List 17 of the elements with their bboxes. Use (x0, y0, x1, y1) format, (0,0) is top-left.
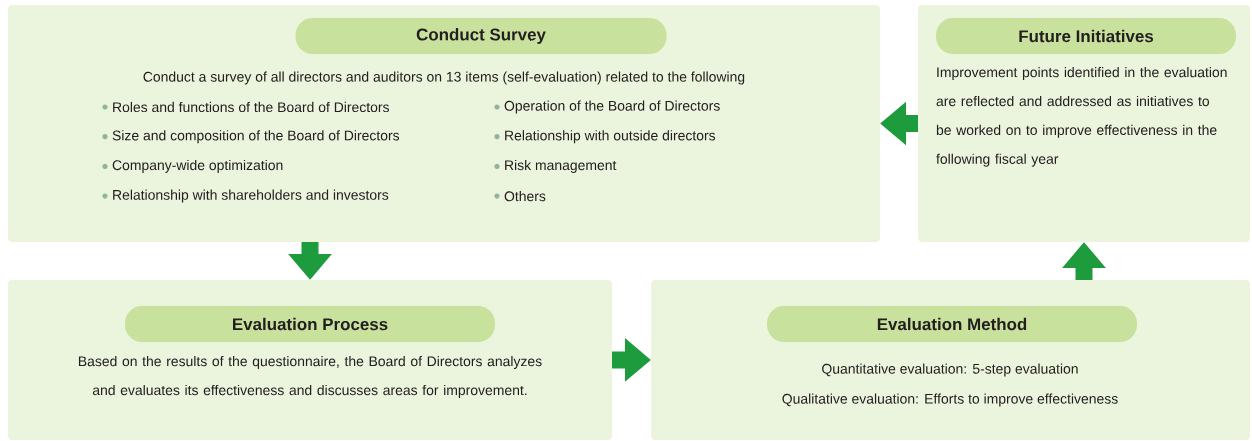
heading-pill: Conduct Survey (295, 18, 667, 54)
bullet-item: Size and composition of the Board of Directors (102, 130, 400, 144)
body-text: Qualitative evaluation: Efforts to improve effectiveness (782, 393, 1118, 407)
heading-pill: Evaluation Method (767, 306, 1137, 342)
bullet-item: Risk management (494, 159, 617, 173)
bullet-item: Operation of the Board of Directors (494, 100, 720, 114)
bullet-item: Others (494, 190, 546, 202)
body-text: Based on the results of the questionnaire, the Board of Directors analyzes and evaluates its effectiveness and discusses areas for improvement. (78, 356, 542, 398)
body-text: Quantitative evaluation: 5-step evaluation (822, 363, 1078, 377)
bullet-item: Relationship with outside directors (494, 130, 716, 144)
bullet-item: Company-wide optimization (102, 159, 283, 173)
heading-pill: Evaluation Process (125, 306, 495, 342)
heading-pill: Future Initiatives (936, 18, 1236, 54)
bullet-item: Relationship with shareholders and investors (102, 189, 389, 203)
bullet-item: Roles and functions of the Board of Directors (102, 101, 389, 113)
body-text: Improvement points identified in the evaluation are reflected and addressed as initiatives to be worked on to improve effectiveness in the following fiscal year (936, 67, 1227, 167)
body-text: Conduct a survey of all directors and auditors on 13 items (self-evaluation) related to the following (143, 71, 745, 85)
